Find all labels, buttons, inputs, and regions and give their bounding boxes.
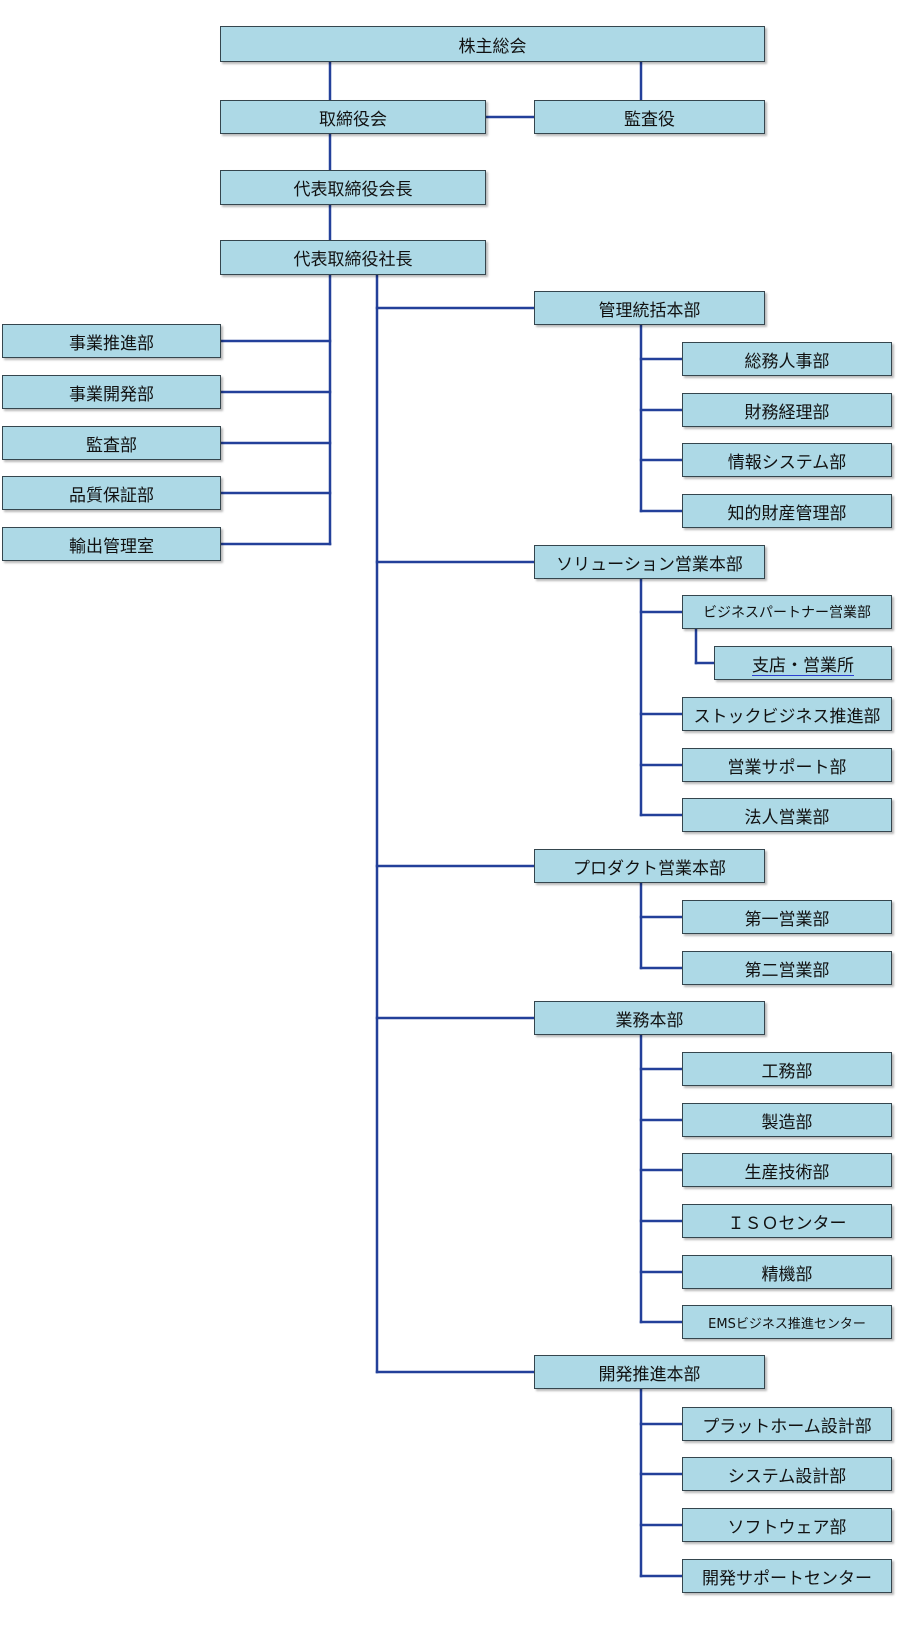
box-dept-general-affairs-hr: 総務人事部: [682, 342, 892, 376]
box-dept-software: ソフトウェア部: [682, 1508, 892, 1542]
box-board-of-directors: 取締役会: [220, 100, 486, 134]
box-dept-platform-design: プラットホーム設計部: [682, 1407, 892, 1441]
box-dept-branches-offices[interactable]: 支店・営業所: [714, 646, 892, 680]
box-dept-manufacturing: 製造部: [682, 1103, 892, 1137]
box-dept-development-support: 開発サポートセンター: [682, 1559, 892, 1593]
box-shareholders-meeting: 株主総会: [220, 26, 765, 62]
branches-offices-link[interactable]: 支店・営業所: [752, 655, 854, 676]
box-dept-second-sales: 第二営業部: [682, 951, 892, 985]
box-division-product-sales: プロダクト営業本部: [534, 849, 765, 883]
box-dept-business-partner-sales: ビジネスパートナー営業部: [682, 595, 892, 629]
box-dept-iso-center: ＩＳＯセンター: [682, 1204, 892, 1238]
box-staff-export-control: 輸出管理室: [2, 527, 221, 561]
box-division-development: 開発推進本部: [534, 1355, 765, 1389]
box-dept-engineering-works: 工務部: [682, 1052, 892, 1086]
box-dept-finance-accounting: 財務経理部: [682, 393, 892, 427]
box-dept-corporate-sales: 法人営業部: [682, 798, 892, 832]
box-staff-audit: 監査部: [2, 426, 221, 460]
box-staff-business-promotion: 事業推進部: [2, 324, 221, 358]
box-dept-precision-machinery: 精機部: [682, 1255, 892, 1289]
box-dept-sales-support: 営業サポート部: [682, 748, 892, 782]
box-dept-ip-management: 知的財産管理部: [682, 494, 892, 528]
box-dept-information-systems: 情報システム部: [682, 443, 892, 477]
box-dept-first-sales: 第一営業部: [682, 900, 892, 934]
box-dept-stock-business-promotion: ストックビジネス推進部: [682, 697, 892, 731]
box-division-operations: 業務本部: [534, 1001, 765, 1035]
box-auditor: 監査役: [534, 100, 765, 134]
box-staff-business-development: 事業開発部: [2, 375, 221, 409]
box-dept-system-design: システム設計部: [682, 1457, 892, 1491]
box-president: 代表取締役社長: [220, 240, 486, 275]
box-dept-production-engineering: 生産技術部: [682, 1153, 892, 1187]
box-division-administration: 管理統括本部: [534, 291, 765, 325]
box-division-solution-sales: ソリューション営業本部: [534, 545, 765, 579]
box-staff-quality-assurance: 品質保証部: [2, 476, 221, 510]
box-chairman: 代表取締役会長: [220, 170, 486, 205]
box-dept-ems-business-center: EMSビジネス推進センター: [682, 1305, 892, 1339]
